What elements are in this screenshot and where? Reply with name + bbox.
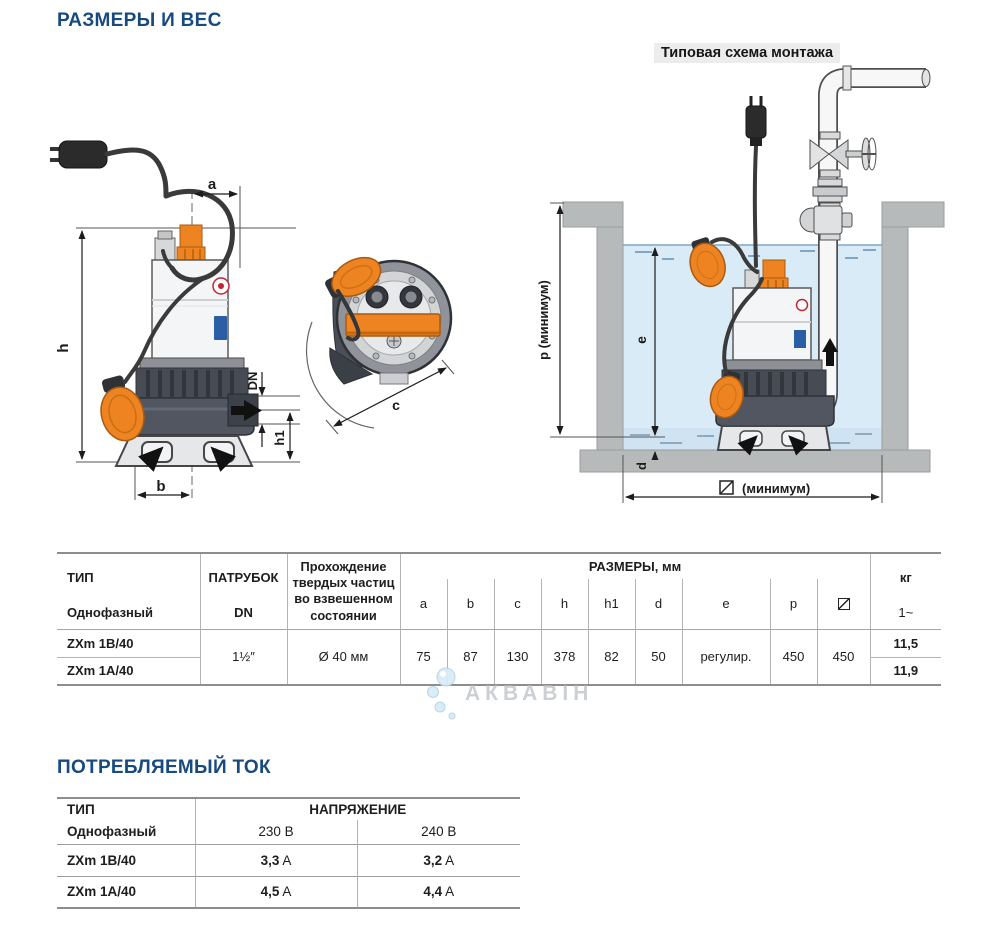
dim-label-c: c (392, 397, 400, 413)
voltage-header: НАПРЯЖЕНИЕ (309, 802, 407, 817)
col-header-type: ТИП Однофазный (57, 553, 201, 630)
current-table: ТИП НАПРЯЖЕНИЕ Однофазный 230 В 240 В ZX… (57, 797, 520, 909)
type-header: ТИП (57, 798, 196, 820)
size-col-a: a (400, 579, 448, 630)
solids-value: Ø 40 мм (287, 629, 401, 685)
gate-valve (809, 131, 877, 178)
dim-label-e: e (633, 336, 649, 344)
dim-label-a: a (208, 176, 217, 193)
model-name: ZXm 1A/40 (57, 657, 201, 685)
dim-label-b: b (156, 478, 165, 495)
power-plug-install (745, 96, 767, 146)
float-upper (689, 237, 726, 288)
phase-header: Однофазный (67, 604, 154, 620)
model-name: ZXm 1B/40 (57, 629, 201, 658)
voltage-240: 240 В (357, 820, 520, 845)
voltage-230: 230 В (195, 820, 358, 845)
size-col-d: d (635, 579, 683, 630)
float-switch (100, 375, 145, 442)
cables-in-pit (710, 144, 764, 374)
power-plug (50, 140, 108, 169)
size-col-b: b (447, 579, 495, 630)
current-section-title: ПОТРЕБЛЯЕМЫЙ ТОК (57, 757, 271, 778)
float-lower (709, 370, 744, 419)
pit-walls (562, 201, 945, 473)
size-col-p: p (770, 579, 818, 630)
col-header-solids: Прохождение твердых частиц во взвешенном… (287, 553, 401, 630)
size-c: 130 (494, 629, 542, 685)
float-switch-top (325, 256, 382, 299)
pump-top-view-drawing: c (305, 256, 455, 435)
size-col-e: e (682, 579, 771, 630)
dim-label-d: d (634, 462, 649, 470)
size-e: регулир. (682, 629, 771, 685)
dimensions-section-title: РАЗМЕРЫ И ВЕС (57, 10, 222, 31)
size-b: 87 (447, 629, 495, 685)
installation-scheme-drawing: p (минимум) e d (минимум) (536, 65, 945, 503)
blue-logo (214, 316, 227, 340)
size-h: 378 (541, 629, 589, 685)
square-diagonal-icon (837, 598, 850, 611)
installation-scheme-title: Типовая схема монтажа (654, 43, 841, 63)
size-diag: 450 (817, 629, 871, 685)
size-col-diag (817, 579, 871, 630)
size-p: 450 (770, 629, 818, 685)
flow-arrows (138, 400, 262, 472)
col-header-dn: ПАТРУБОК DN (200, 553, 288, 630)
union-fittings (812, 178, 848, 203)
weight-value: 11,5 (870, 629, 942, 658)
pump-front-view-drawing: a h DN h1 b (50, 140, 300, 500)
dim-label-h: h (55, 343, 72, 352)
carry-handle (345, 313, 441, 337)
dim-label-p-min: p (минимум) (536, 280, 551, 360)
dim-label-h1: h1 (272, 430, 287, 445)
dimensions-table: ТИП Однофазный ПАТРУБОК DN Прохождение т… (57, 552, 942, 686)
sizes-group-header: РАЗМЕРЫ, мм (400, 553, 871, 579)
weight-value: 11,9 (893, 663, 919, 679)
size-a: 75 (400, 629, 448, 685)
model-name: ZXm 1A/40 (57, 876, 196, 908)
install-dimension-lines (550, 202, 883, 503)
type-header: ТИП (67, 569, 94, 585)
dim-label-width-min: (минимум) (742, 481, 810, 496)
model-name: ZXm 1B/40 (57, 844, 196, 877)
table-row: ZXm 1A/40 11,9 (57, 657, 941, 685)
dimension-lines (78, 190, 294, 499)
size-col-c: c (494, 579, 542, 630)
size-col-h1: h1 (588, 579, 636, 630)
phase-label: Однофазный (57, 820, 196, 845)
float-cable-top (336, 289, 361, 342)
size-h1: 82 (588, 629, 636, 685)
col-header-kg: кг 1~ (870, 553, 942, 630)
size-d: 50 (635, 629, 683, 685)
c-dimension (325, 359, 455, 435)
table-row: ZXm 1B/40 1½″ Ø 40 мм 75 87 130 378 82 5… (57, 629, 942, 685)
dn-value: 1½″ (200, 629, 288, 685)
size-col-h: h (541, 579, 589, 630)
dim-label-dn: DN (245, 372, 260, 391)
check-valve (799, 202, 853, 241)
